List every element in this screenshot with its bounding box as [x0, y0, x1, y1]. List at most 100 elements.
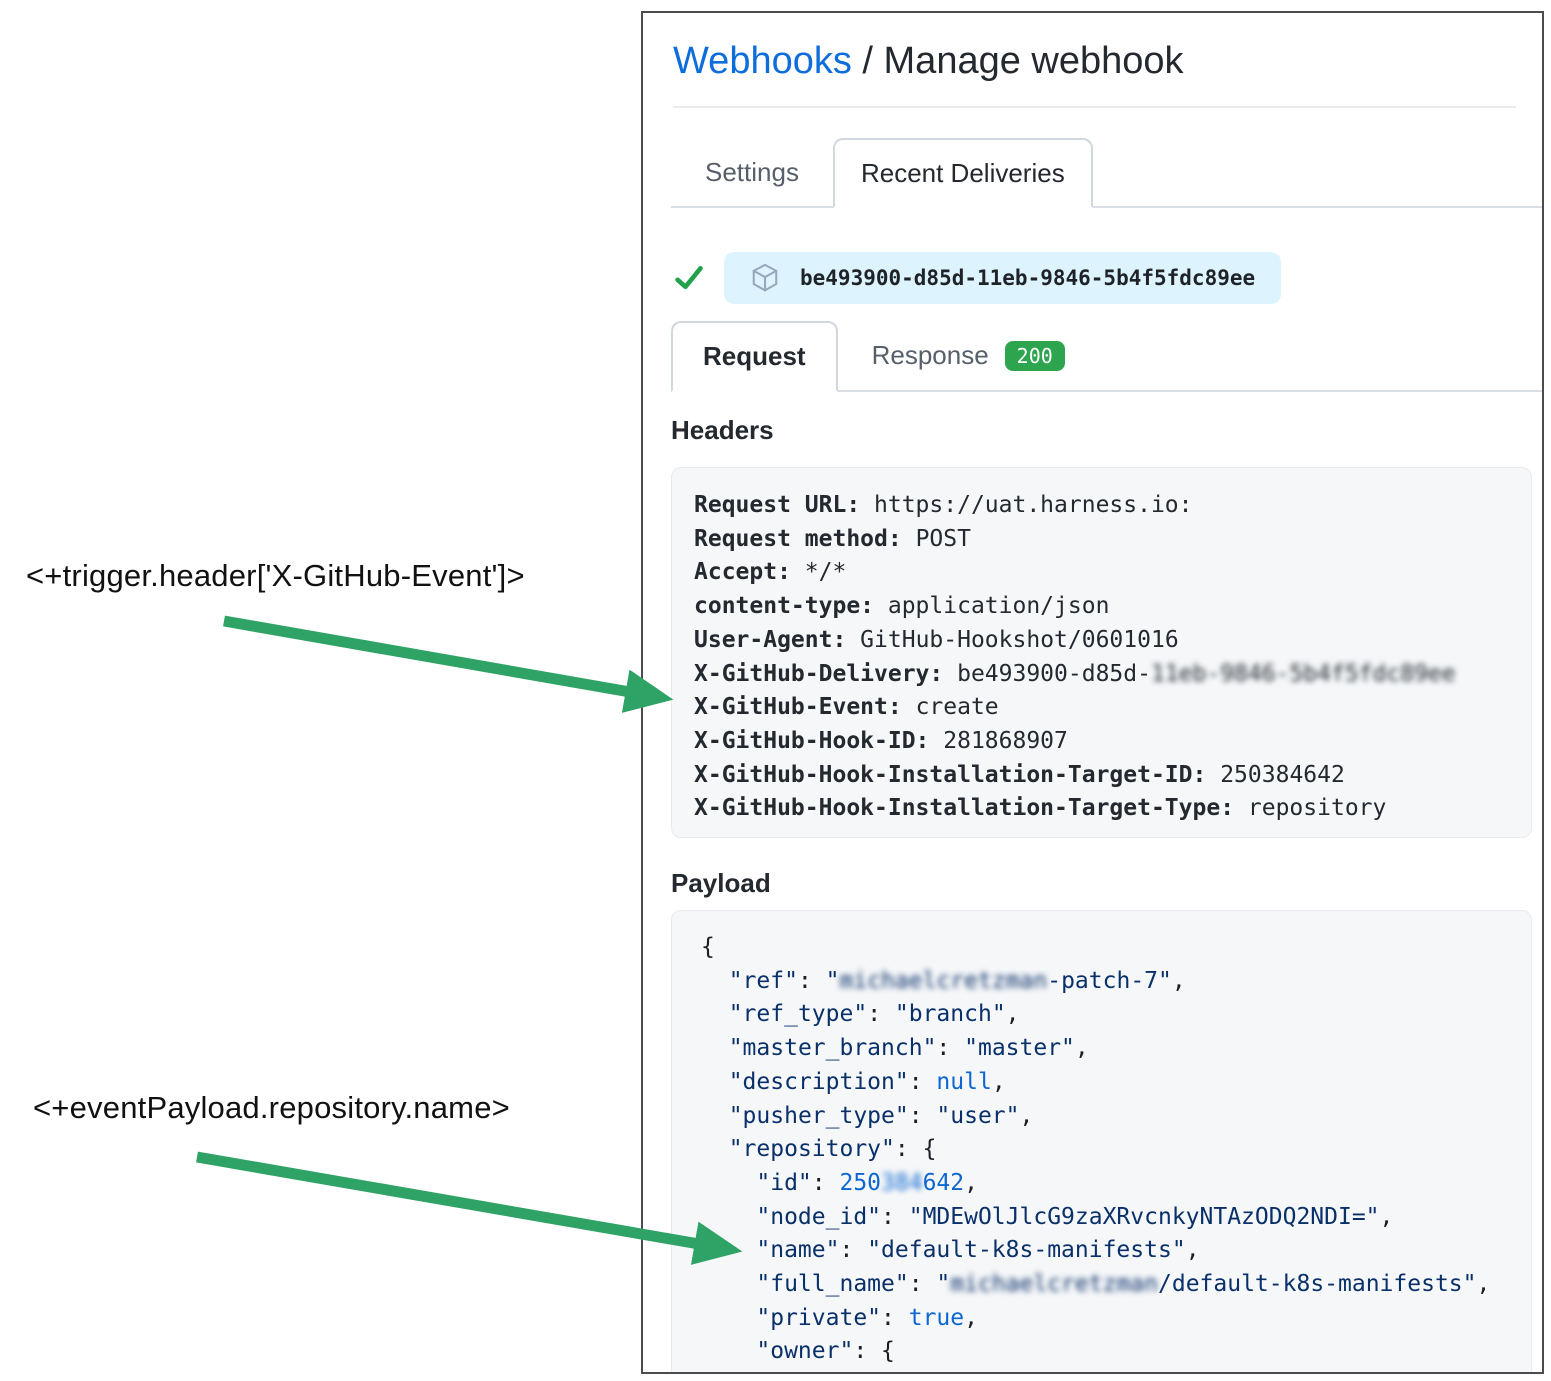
payload-token: "branch": [894, 1001, 1006, 1028]
header-label: Accept:: [694, 559, 791, 586]
payload-line: "full_name": "michaelcretzman/default-k8…: [701, 1268, 1515, 1302]
payload-token: ,: [964, 1169, 978, 1196]
payload-token: "master_branch": [728, 1035, 937, 1062]
payload-token: [701, 1271, 756, 1297]
header-line: Request URL: https://uat.harness.io:: [694, 489, 1515, 523]
payload-token: "repository": [728, 1136, 895, 1163]
breadcrumb: Webhooks / Manage webhook: [673, 40, 1184, 83]
payload-token: "user": [936, 1102, 1020, 1129]
payload-token: 642: [922, 1169, 965, 1196]
header-line: X-GitHub-Delivery: be493900-d85d-11eb-98…: [694, 658, 1515, 692]
webhooks-link[interactable]: Webhooks: [673, 40, 852, 82]
payload-line: "node_id": "MDEwOlJlcG9zaXRvcnkyNTAzODQ2…: [701, 1201, 1515, 1235]
webhook-panel: Webhooks / Manage webhook Settings Recen…: [641, 11, 1544, 1374]
header-value: repository: [1234, 795, 1387, 822]
payload-token: :: [881, 1203, 909, 1230]
payload-token: ,: [1074, 1035, 1089, 1062]
payload-token: [701, 1338, 756, 1364]
payload-token: [701, 1103, 729, 1129]
payload-line: "ref_type": "branch",: [701, 998, 1515, 1032]
payload-token: "MDEwOlJlcG9zaXRvcnkyNTAzODQ2NDI=": [908, 1203, 1380, 1230]
payload-token: "full_name": [756, 1271, 909, 1298]
header-label: X-GitHub-Hook-Installation-Target-ID:: [694, 761, 1207, 788]
payload-token: [701, 1069, 729, 1095]
payload-line: "master_branch": "master",: [701, 1032, 1515, 1066]
payload-line: "ref": "michaelcretzman-patch-7",: [701, 965, 1515, 999]
payload-token: michaelcretzman: [950, 1271, 1158, 1298]
payload-line: "pusher_type": "user",: [701, 1100, 1515, 1134]
tab-response[interactable]: Response 200: [838, 321, 1099, 390]
header-value: GitHub-Hookshot/0601016: [846, 626, 1179, 653]
payload-token: [701, 1170, 756, 1196]
payload-token: null: [936, 1068, 992, 1095]
payload-token: michaelcretzman: [839, 967, 1048, 994]
tab-response-label: Response: [871, 340, 989, 370]
header-line: Request method: POST: [694, 523, 1515, 557]
header-value: https://uat.harness.io:: [860, 492, 1193, 518]
payload-line: {: [701, 931, 1515, 965]
header-label: content-type:: [694, 593, 875, 620]
header-value-redacted: 11eb-9846-5b4f5fdc89ee: [1150, 660, 1456, 687]
header-label: X-GitHub-Event:: [694, 694, 902, 721]
tab-settings[interactable]: Settings: [705, 156, 799, 187]
payload-token: true: [908, 1304, 965, 1331]
payload-token: "description": [728, 1068, 909, 1095]
payload-token: ": [825, 967, 840, 994]
payload-token: :: [797, 967, 826, 994]
page-title: / Manage webhook: [851, 40, 1184, 82]
payload-token: [701, 968, 729, 994]
payload-line: "id": 250384642,: [701, 1167, 1515, 1201]
header-value: application/json: [874, 593, 1110, 620]
delivery-row: be493900-d85d-11eb-9846-5b4f5fdc89ee: [674, 252, 1282, 304]
header-label: Request URL:: [694, 492, 861, 518]
payload-token: :: [839, 1237, 868, 1264]
payload-token: ": [936, 1271, 951, 1298]
header-label: User-Agent:: [694, 626, 847, 653]
payload-token: "node_id": [756, 1203, 882, 1230]
payload-token: :: [908, 1102, 937, 1129]
header-line: content-type: application/json: [694, 590, 1515, 624]
payload-token: ,: [1476, 1271, 1491, 1298]
header-line: X-GitHub-Hook-Installation-Target-ID: 25…: [694, 759, 1515, 793]
payload-token: [701, 1035, 729, 1061]
payload-token: ,: [1019, 1102, 1034, 1129]
header-value: POST: [901, 525, 971, 552]
header-label: Request method:: [694, 525, 902, 552]
payload-token: [701, 1305, 756, 1331]
payload-token: ,: [1171, 967, 1186, 994]
payload-token: ,: [991, 1068, 1006, 1095]
payload-token: "private": [756, 1304, 882, 1331]
headers-section-title: Headers: [671, 415, 774, 445]
tab-request[interactable]: Request: [671, 321, 838, 392]
payload-token: "master": [964, 1035, 1075, 1062]
payload-token: 250: [839, 1169, 882, 1196]
header-line: X-GitHub-Hook-Installation-Target-Type: …: [694, 792, 1515, 826]
header-line: User-Agent: GitHub-Hookshot/0601016: [694, 624, 1515, 658]
header-label: X-GitHub-Delivery:: [694, 660, 944, 687]
payload-token: :: [867, 1001, 895, 1028]
delivery-id-pill[interactable]: be493900-d85d-11eb-9846-5b4f5fdc89ee: [724, 252, 1282, 304]
payload-token: [701, 1001, 729, 1027]
payload-token: "id": [756, 1169, 812, 1196]
trigger-arrow: [223, 615, 674, 713]
payload-token: "pusher_type": [728, 1102, 909, 1129]
tab-recent-deliveries[interactable]: Recent Deliveries: [832, 138, 1093, 208]
header-value: 281868907: [929, 727, 1068, 754]
payload-token: :: [811, 1169, 840, 1196]
payload-token: ,: [964, 1304, 978, 1331]
payload-token: "ref_type": [728, 1001, 868, 1028]
payload-token: "ref": [728, 967, 798, 994]
payload-token: /default-k8s-manifests": [1158, 1271, 1477, 1298]
payload-token: : {: [894, 1136, 937, 1163]
header-line: X-GitHub-Event: create: [694, 691, 1515, 725]
header-value: be493900-d85d-: [943, 660, 1151, 687]
header-value: */*: [790, 559, 847, 586]
payload-token: [701, 1237, 756, 1263]
payload-token: -patch-7": [1047, 967, 1172, 994]
annotation-payload-expression: <+eventPayload.repository.name>: [33, 1090, 510, 1125]
header-label: X-GitHub-Hook-Installation-Target-Type:: [694, 795, 1235, 822]
header-label: X-GitHub-Hook-ID:: [694, 727, 930, 754]
payload-line: "owner": {: [701, 1335, 1515, 1369]
payload-token: ,: [1005, 1001, 1020, 1028]
